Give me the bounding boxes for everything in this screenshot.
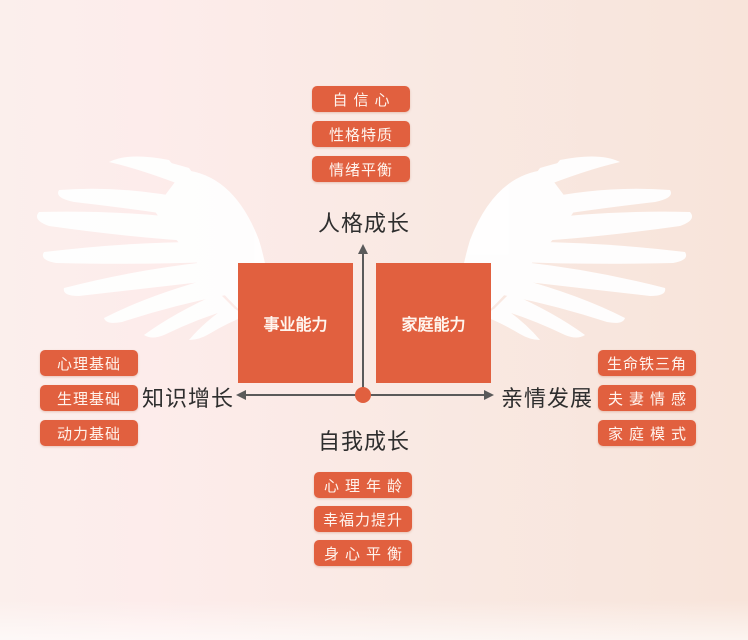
origin-dot-icon [355,387,371,403]
top-item-2: 性格特质 [312,121,410,147]
right-item-2: 夫妻情感 [598,385,696,411]
left-item-1: 心理基础 [40,350,138,376]
left-item-2: 生理基础 [40,385,138,411]
right-item-3-label: 家庭模式 [607,424,692,443]
right-item-2-label: 夫妻情感 [607,389,692,408]
right-item-1-label: 生命铁三角 [606,354,687,373]
left-item-3: 动力基础 [40,420,138,446]
bottom-item-2: 幸福力提升 [314,506,412,532]
left-item-2-label: 生理基础 [56,389,121,408]
top-item-2-label: 性格特质 [328,125,393,144]
top-item-3: 情绪平衡 [312,156,410,182]
right-item-3: 家庭模式 [598,420,696,446]
left-item-1-label: 心理基础 [56,354,121,373]
right-axis-label: 亲情发展 [501,387,594,412]
bottom-item-3: 身心平衡 [314,540,412,566]
left-item-3-label: 动力基础 [56,424,121,443]
arrow-icon [236,244,494,400]
right-wing-icon [458,156,693,340]
top-item-1-label: 自信心 [332,90,396,109]
top-item-1: 自信心 [312,86,410,112]
career-ability-label: 事业能力 [263,315,328,334]
bottom-item-2-label: 幸福力提升 [322,510,403,529]
bottom-item-3-label: 身心平衡 [323,544,408,563]
top-item-3-label: 情绪平衡 [328,160,393,179]
left-axis-label: 知识增长 [142,387,235,412]
bottom-fade [0,600,748,640]
bottom-axis-label: 自我成长 [318,430,411,455]
right-item-1: 生命铁三角 [598,350,696,376]
top-axis-label: 人格成长 [318,212,411,237]
career-ability-box: 事业能力 [238,263,353,383]
bottom-item-1: 心理年龄 [314,472,412,498]
family-ability-box: 家庭能力 [376,263,491,383]
family-ability-label: 家庭能力 [401,315,466,334]
bottom-item-1-label: 心理年龄 [323,476,408,495]
